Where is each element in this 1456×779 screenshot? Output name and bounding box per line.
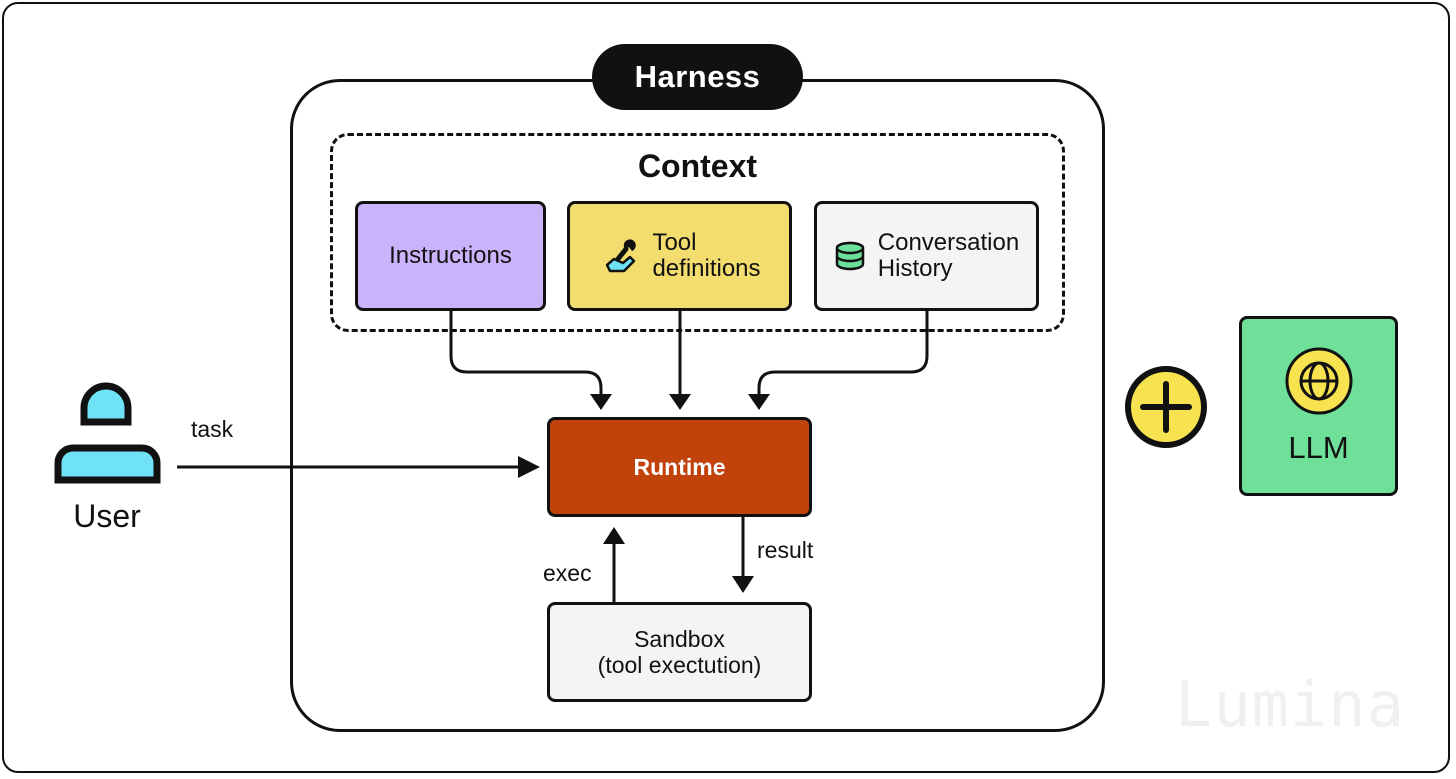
conversation-history-to-runtime-arrow [748,311,929,410]
conversation-history-label-line2: History [877,255,953,282]
instructions-label: Instructions [389,242,512,269]
wrench-hand-icon [604,237,638,275]
instructions-box: Instructions [355,201,546,311]
database-icon [834,240,866,272]
runtime-box: Runtime [547,417,812,517]
conversation-history-label-line1: Conversation [877,229,1020,256]
tool-definitions-box: Tool definitions [567,201,792,311]
watermark: Lumina [1175,668,1405,741]
task-arrow [177,456,540,478]
result-arrow [732,517,754,593]
llm-label: LLM [1288,430,1349,465]
result-edge-label: result [757,537,814,563]
user-icon [54,382,161,484]
llm-box: LLM [1239,316,1398,496]
sandbox-label-line1: Sandbox [634,626,725,652]
sandbox-label-line2: (tool exectution) [597,652,762,678]
harness-title: Harness [592,44,803,110]
exec-edge-label: exec [543,560,592,586]
task-edge-label: task [191,416,234,442]
tool-definitions-to-runtime-arrow [669,311,691,410]
plus-icon [1125,366,1207,448]
globe-icon [1284,346,1354,416]
context-title: Context [637,148,758,184]
tool-definitions-label-line1: Tool [652,229,697,256]
instructions-to-runtime-arrow [449,311,612,410]
conversation-history-box: Conversation History [814,201,1039,311]
sandbox-box: Sandbox (tool exectution) [547,602,812,702]
tool-definitions-label-line2: definitions [652,255,761,282]
context-container [330,133,1065,332]
runtime-label: Runtime [633,453,726,480]
exec-arrow [603,527,625,602]
user-label: User [73,498,141,534]
